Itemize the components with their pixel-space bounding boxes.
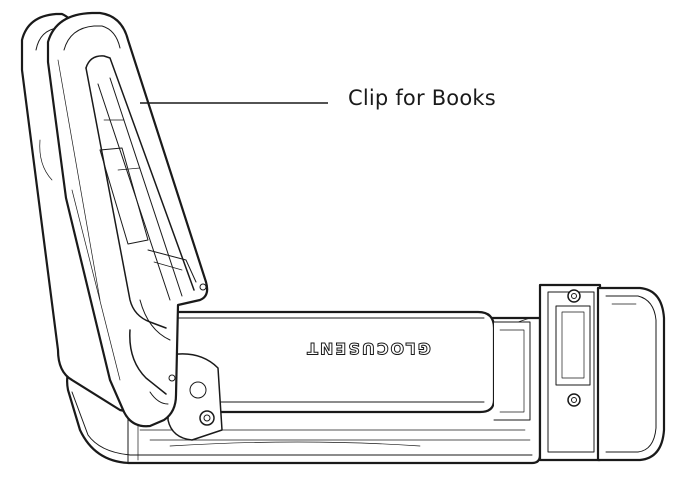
central-arm: GLOCUSENT xyxy=(158,310,531,421)
book-clip xyxy=(20,11,209,428)
brand-logo-text: GLOCUSENT xyxy=(305,339,431,358)
callout-label-clip-for-books: Clip for Books xyxy=(348,86,496,110)
right-clamp-head xyxy=(538,283,666,462)
left-hinge xyxy=(167,353,223,441)
